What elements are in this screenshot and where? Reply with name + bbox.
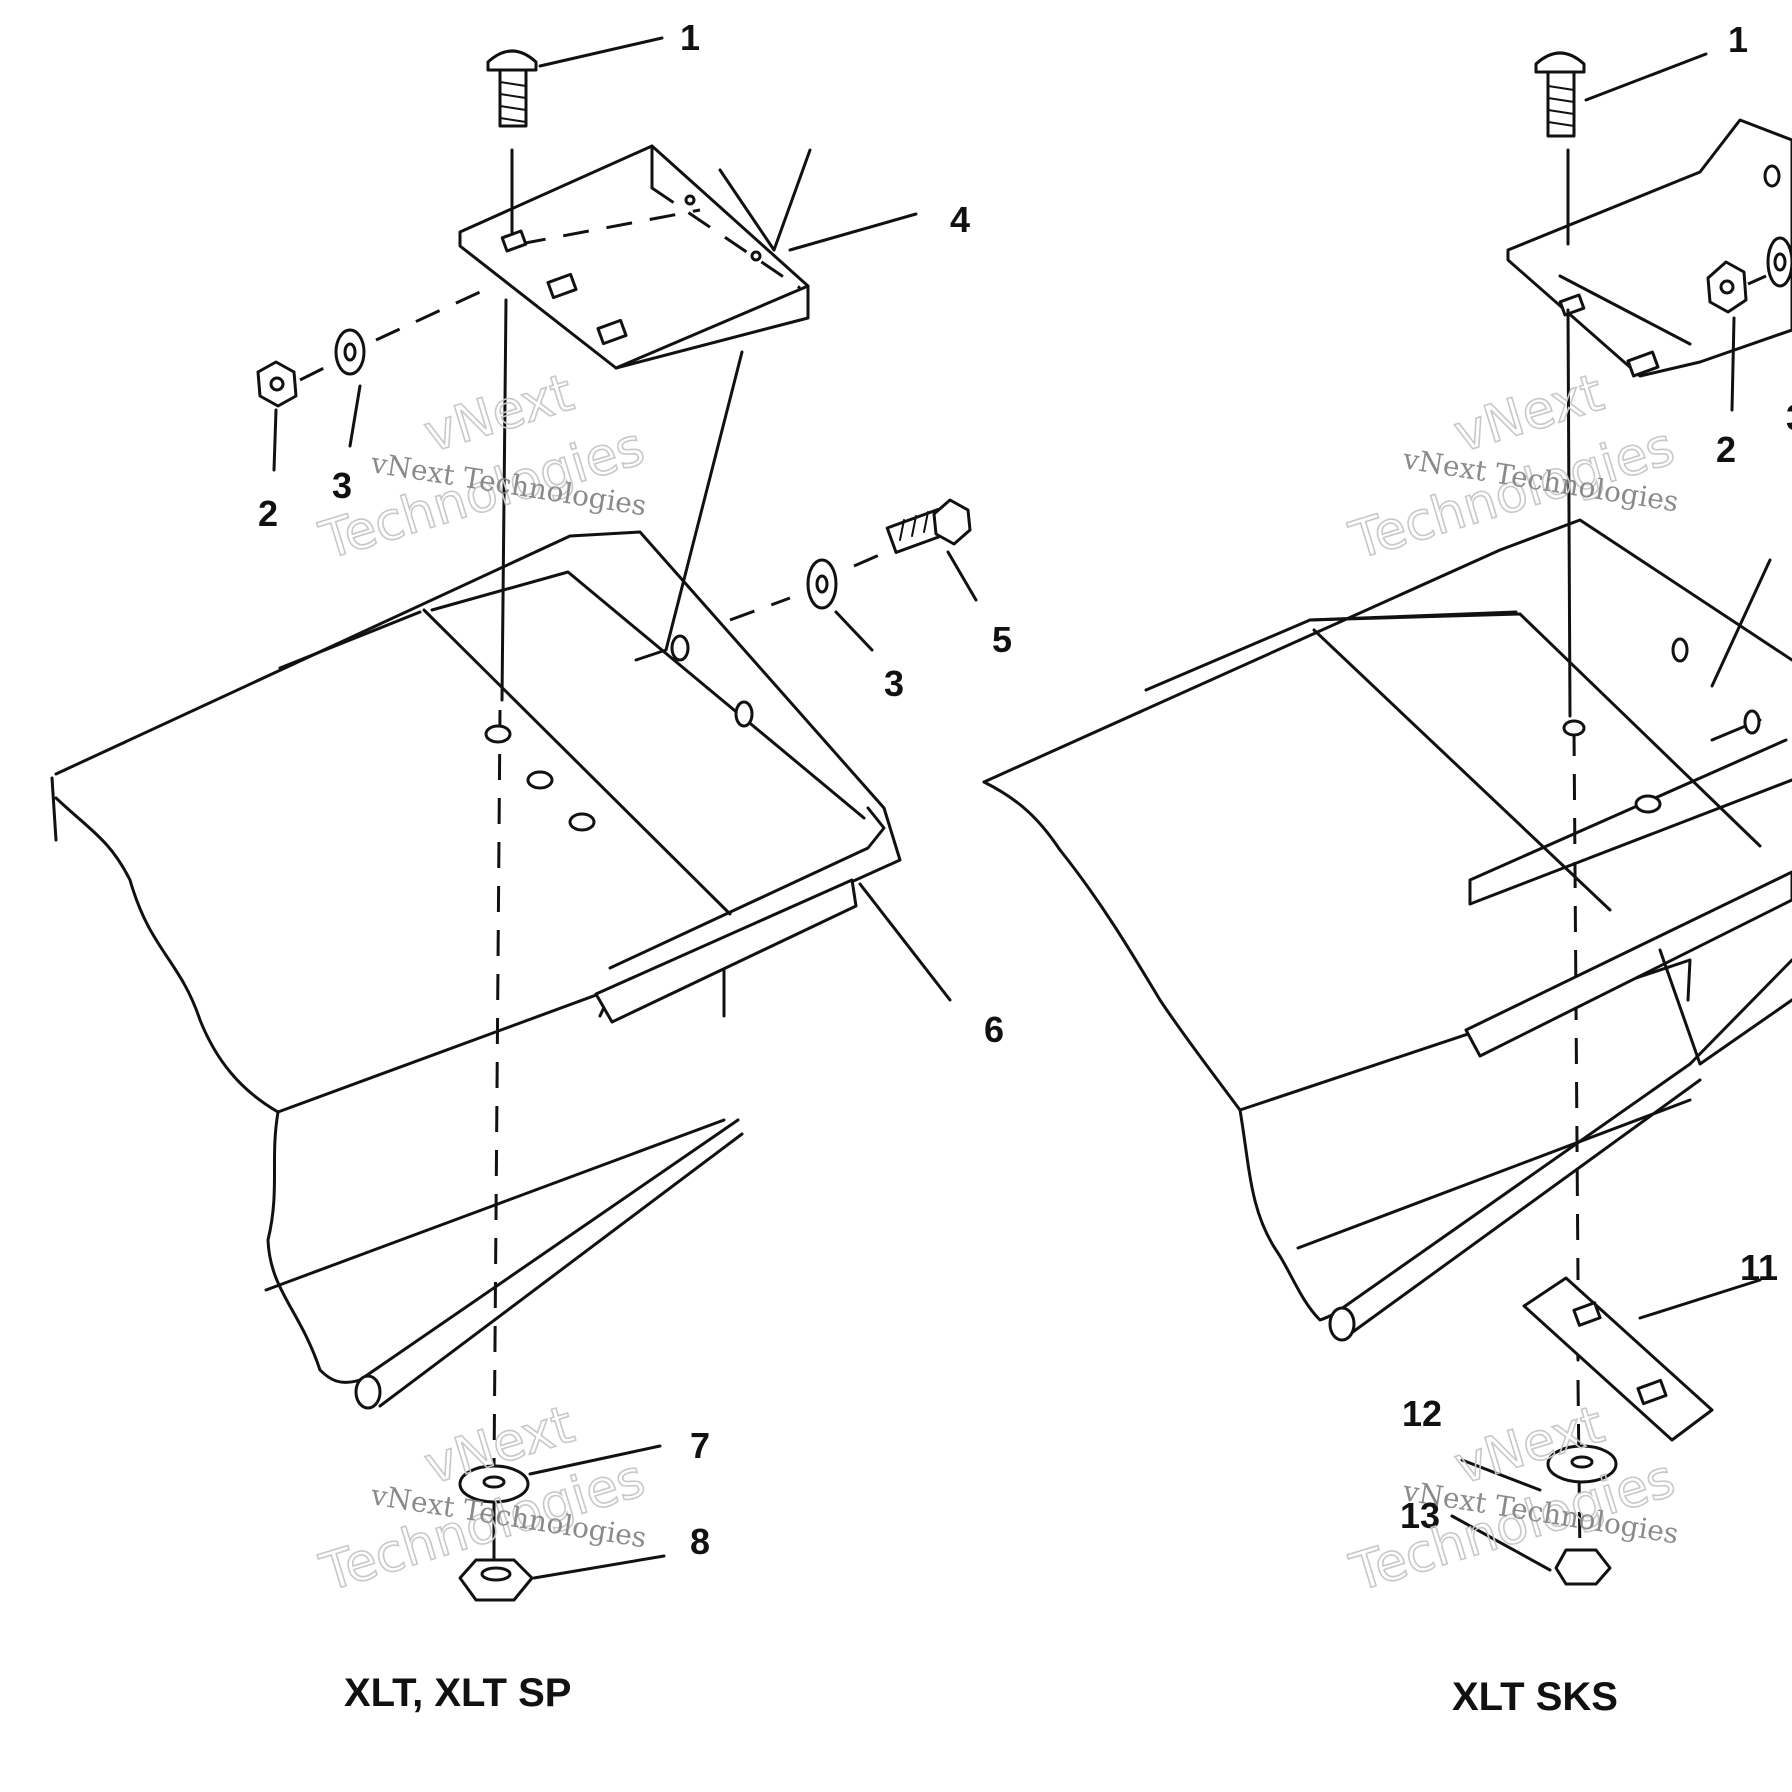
right-callout-13: 13 xyxy=(1400,1495,1440,1536)
right-backing-plate-11 xyxy=(1522,1276,1714,1442)
right-callout-12: 12 xyxy=(1402,1393,1442,1434)
right-chassis-tub xyxy=(982,518,1792,1342)
right-callout-11: 11 xyxy=(1740,1247,1778,1288)
left-assembly: 1 4 2 3 5 3 6 7 8 XLT, XLT SP xyxy=(50,17,1012,1715)
left-bracket-plate xyxy=(458,144,810,370)
left-callout-5: 5 xyxy=(992,619,1012,660)
left-chassis-tub xyxy=(50,530,902,1410)
left-callout-3a: 3 xyxy=(332,465,352,506)
left-hex-bolt-5 xyxy=(885,498,972,554)
right-caption: XLT SKS xyxy=(1452,1675,1618,1719)
right-bracket xyxy=(1506,118,1792,378)
left-callout-1: 1 xyxy=(680,17,700,58)
right-assembly: 1 2 3 11 12 13 XLT SKS xyxy=(982,19,1792,1719)
right-hex-nut-2 xyxy=(1706,260,1748,314)
left-washer-3b xyxy=(806,558,838,610)
left-washer-3 xyxy=(334,328,366,376)
left-hex-nut-2 xyxy=(256,360,298,408)
watermarks: vNext Technologies vNext Technologies vN… xyxy=(312,362,1682,1604)
left-callout-4: 4 xyxy=(950,199,970,240)
left-callout-6: 6 xyxy=(984,1009,1004,1050)
right-carriage-bolt xyxy=(1534,51,1586,138)
left-callout-7: 7 xyxy=(690,1425,710,1466)
left-caption: XLT, XLT SP xyxy=(344,1671,571,1715)
left-carriage-bolt xyxy=(486,49,538,128)
left-callout-8: 8 xyxy=(690,1521,710,1562)
left-nut-8 xyxy=(458,1558,534,1602)
left-washer-7 xyxy=(458,1464,530,1504)
left-callout-2: 2 xyxy=(258,493,278,534)
right-washer-12 xyxy=(1546,1444,1618,1484)
right-nut-13 xyxy=(1554,1548,1612,1586)
right-washer-3 xyxy=(1766,236,1792,288)
right-callout-1: 1 xyxy=(1728,19,1748,60)
left-callout-3b: 3 xyxy=(884,663,904,704)
right-callout-2: 2 xyxy=(1716,429,1736,470)
right-callout-3: 3 xyxy=(1786,397,1792,438)
